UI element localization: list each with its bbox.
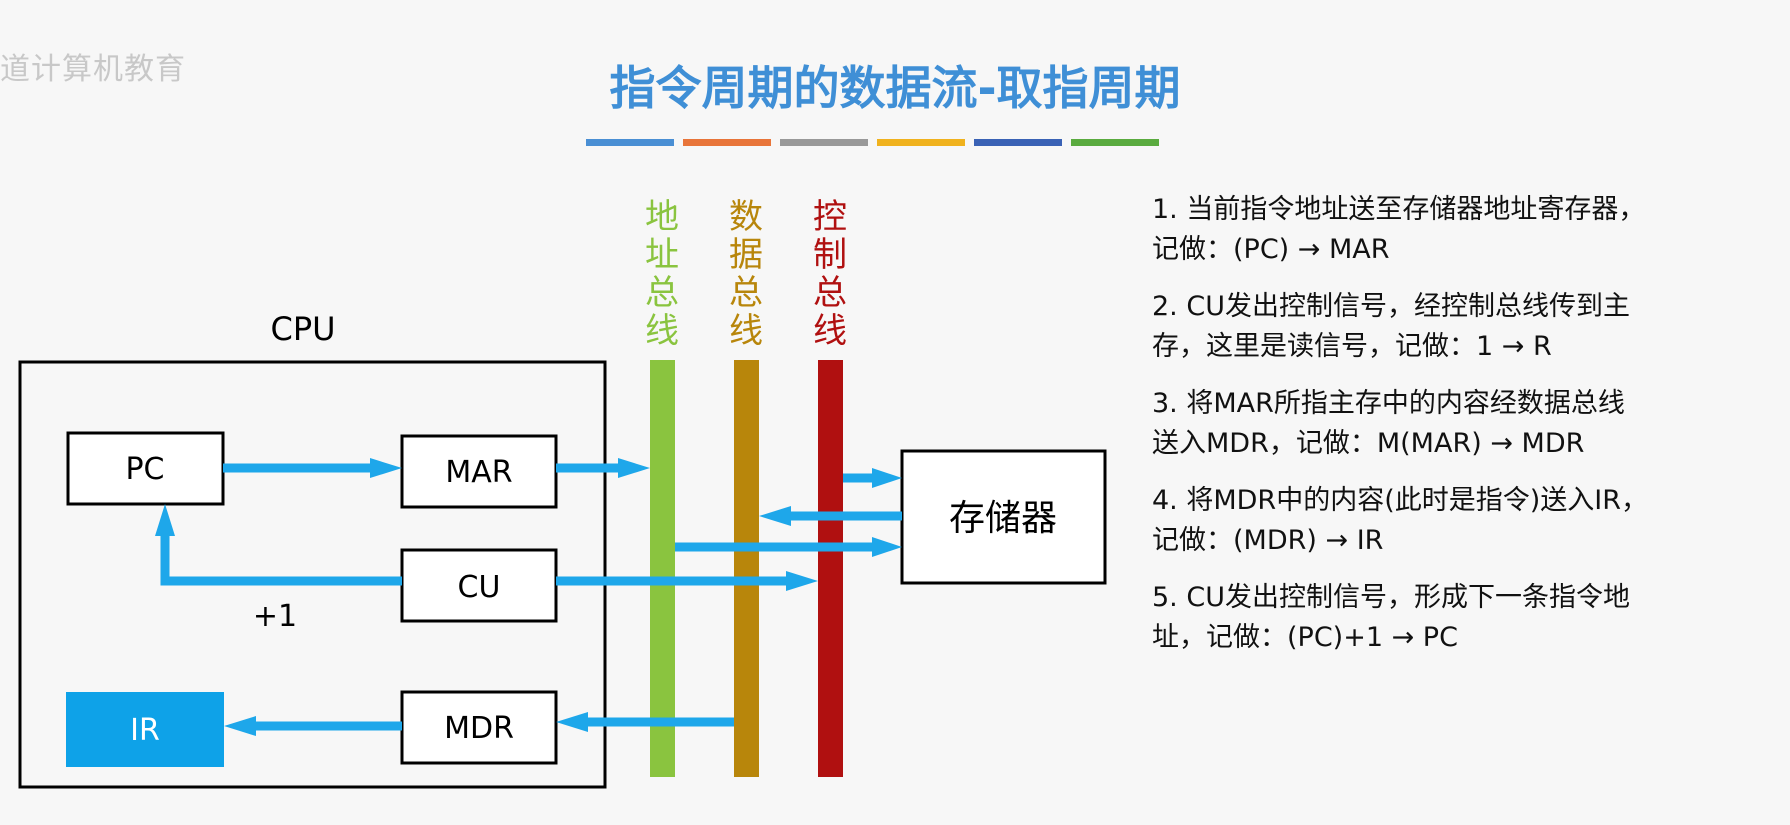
memory-label: 存储器 (949, 498, 1057, 539)
memory-box (900, 449, 1107, 585)
step-line: 5. CU发出控制信号，形成下一条指令地 (1152, 582, 1630, 613)
step-line: 2. CU发出控制信号，经控制总线传到主 (1152, 291, 1630, 322)
control-bus-char: 线 (813, 311, 847, 351)
increment-label: +1 (253, 599, 297, 634)
arrow-cu-to-pc-head (155, 504, 175, 536)
step-list: 1. 当前指令地址送至存储器地址寄存器， 记做：(PC) → MAR 2. CU… (1152, 190, 1772, 675)
step-item: 4. 将MDR中的内容(此时是指令)送入IR， 记做：(MDR) → IR (1152, 481, 1772, 561)
control-bus-char: 总 (813, 273, 847, 313)
arrow-pc-to-mar-head (370, 458, 402, 478)
step-line: 记做：(PC) → MAR (1152, 234, 1390, 265)
title-underline-segment (877, 139, 965, 146)
arrow-control-bus-to-memory-head (872, 468, 902, 488)
mar-label: MAR (445, 455, 512, 490)
step-line: 送入MDR，记做：M(MAR) → MDR (1152, 428, 1585, 459)
pc-register (66, 431, 225, 506)
step-line: 3. 将MAR所指主存中的内容经数据总线 (1152, 388, 1625, 419)
cu-label: CU (458, 570, 501, 605)
page-title: 指令周期的数据流-取指周期 (609, 61, 1181, 115)
control-bus-label: 控 制 总 线 (813, 197, 847, 351)
step-item: 2. CU发出控制信号，经控制总线传到主 存，这里是读信号，记做：1 → R (1152, 287, 1772, 367)
control-bus-char: 制 (813, 235, 847, 275)
data-bus-label: 数 据 总 线 (729, 197, 763, 351)
address-bus-char: 地 (645, 197, 679, 237)
arrow-mdr-to-ir-head (224, 716, 256, 736)
address-bus-char: 总 (645, 273, 679, 313)
data-bus-bar (734, 360, 759, 777)
pc-label: PC (125, 452, 164, 487)
arrow-data-bus-to-mdr-head (556, 712, 588, 732)
address-bus-bar (650, 360, 675, 777)
address-bus-label: 地 址 总 线 (645, 197, 679, 351)
arrow-cu-to-control-bus-head (786, 571, 818, 591)
step-item: 1. 当前指令地址送至存储器地址寄存器， 记做：(PC) → MAR (1152, 190, 1772, 270)
control-bus-char: 控 (813, 197, 847, 237)
mdr-label: MDR (444, 711, 514, 746)
step-item: 5. CU发出控制信号，形成下一条指令地 址，记做：(PC)+1 → PC (1152, 578, 1772, 658)
step-line: 址，记做：(PC)+1 → PC (1152, 622, 1458, 653)
title-underline-segment (683, 139, 771, 146)
arrow-mar-to-address-bus-head (618, 458, 650, 478)
mdr-register (400, 690, 558, 765)
step-line: 4. 将MDR中的内容(此时是指令)送入IR， (1152, 485, 1648, 516)
title-underline-segment (586, 139, 674, 146)
ir-register (66, 692, 224, 767)
control-bus-bar (818, 360, 843, 777)
address-bus-char: 线 (645, 311, 679, 351)
title-underline-segment (1071, 139, 1159, 146)
data-bus-char: 线 (729, 311, 763, 351)
cpu-box (18, 360, 607, 789)
data-bus-char: 总 (729, 273, 763, 313)
step-item: 3. 将MAR所指主存中的内容经数据总线 送入MDR，记做：M(MAR) → M… (1152, 384, 1772, 464)
data-bus-char: 据 (729, 235, 763, 275)
watermark: 道计算机教育 (0, 52, 186, 87)
address-bus-char: 址 (645, 235, 679, 275)
step-line: 记做：(MDR) → IR (1152, 525, 1384, 556)
title-underline-segment (974, 139, 1062, 146)
step-line: 存，这里是读信号，记做：1 → R (1152, 331, 1552, 362)
title-underline-segment (780, 139, 868, 146)
title-underline (586, 139, 1159, 146)
step-line: 1. 当前指令地址送至存储器地址寄存器， (1152, 194, 1646, 225)
arrow-address-bus-to-memory-head (872, 537, 902, 557)
data-flow-arrows (155, 458, 902, 736)
ir-label: IR (130, 713, 160, 748)
cpu-label: CPU (270, 310, 335, 348)
arrow-memory-to-data-bus-head (759, 506, 791, 526)
arrow-cu-to-pc (160, 534, 402, 586)
data-bus-char: 数 (729, 197, 763, 237)
